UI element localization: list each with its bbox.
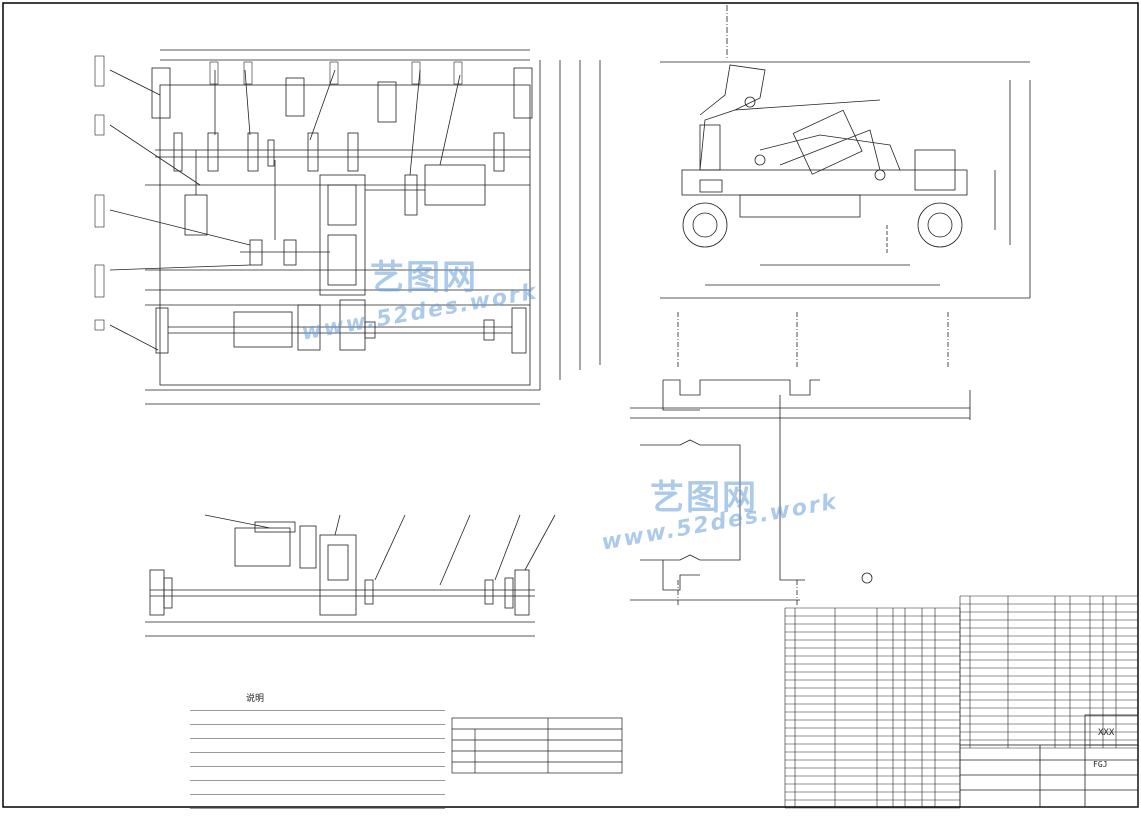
title-block [959, 714, 1139, 808]
plan-view [109, 49, 601, 405]
side-view [660, 5, 1031, 299]
parts-list-table [784, 595, 1139, 809]
notes-text-block [190, 705, 445, 817]
section-view [630, 312, 971, 605]
axle-view [145, 514, 556, 637]
drawing-number: FGJ [1093, 760, 1108, 769]
title-code-label: XXX [1098, 728, 1115, 738]
notes-heading: 说明 [246, 694, 265, 704]
plan-view-label-marks [94, 55, 463, 331]
technical-table [451, 717, 623, 774]
